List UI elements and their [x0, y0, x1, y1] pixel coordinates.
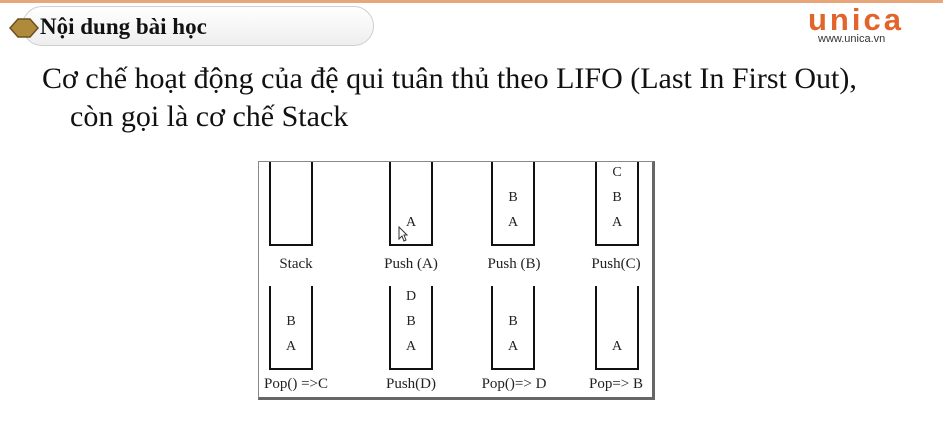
stack-item: D: [405, 289, 417, 304]
body-text-line-1: Cơ chế hoạt động của đệ qui tuân thủ the…: [42, 62, 857, 95]
unica-logo-url: www.unica.vn: [818, 33, 886, 45]
stack-item: B: [612, 190, 622, 205]
stack-container: [389, 162, 433, 246]
stack-caption: Push(C): [591, 256, 641, 272]
stack-item: A: [405, 215, 417, 230]
stack-item: A: [285, 339, 297, 354]
stack-container: [595, 162, 639, 246]
stack-container: [389, 286, 433, 370]
stack-caption: Pop=> B: [588, 376, 644, 392]
stack-caption: Push (B): [487, 256, 541, 272]
stack-container: [269, 286, 313, 370]
stack-caption: Push(D): [385, 376, 436, 392]
stack-item: C: [612, 165, 622, 180]
stack-caption: Push (A): [384, 256, 438, 272]
stack-caption: Pop()=> D: [481, 376, 547, 392]
unica-logo: unica: [808, 2, 904, 37]
stack-item: A: [405, 339, 417, 354]
stack-item: A: [507, 215, 519, 230]
stack-container: [491, 162, 535, 246]
stack-caption: Pop() =>C: [263, 376, 328, 392]
lesson-title: Nội dung bài học: [40, 14, 207, 39]
stack-item: A: [611, 215, 623, 230]
stack-item: B: [508, 190, 518, 205]
stack-item: B: [286, 314, 296, 329]
stack-container: [491, 286, 535, 370]
lesson-title-banner: [22, 6, 374, 46]
stack-item: B: [508, 314, 518, 329]
mouse-cursor-icon: [398, 226, 408, 242]
stack-caption: Stack: [279, 256, 313, 272]
stack-item: B: [406, 314, 416, 329]
diamond-bullet-icon: [8, 18, 40, 38]
body-text-line-2: còn gọi là cơ chế Stack: [70, 100, 349, 133]
stack-item: A: [507, 339, 519, 354]
top-accent-line: [0, 0, 943, 3]
stack-container: [269, 162, 313, 246]
stack-item: A: [611, 339, 623, 354]
stack-container: [595, 286, 639, 370]
